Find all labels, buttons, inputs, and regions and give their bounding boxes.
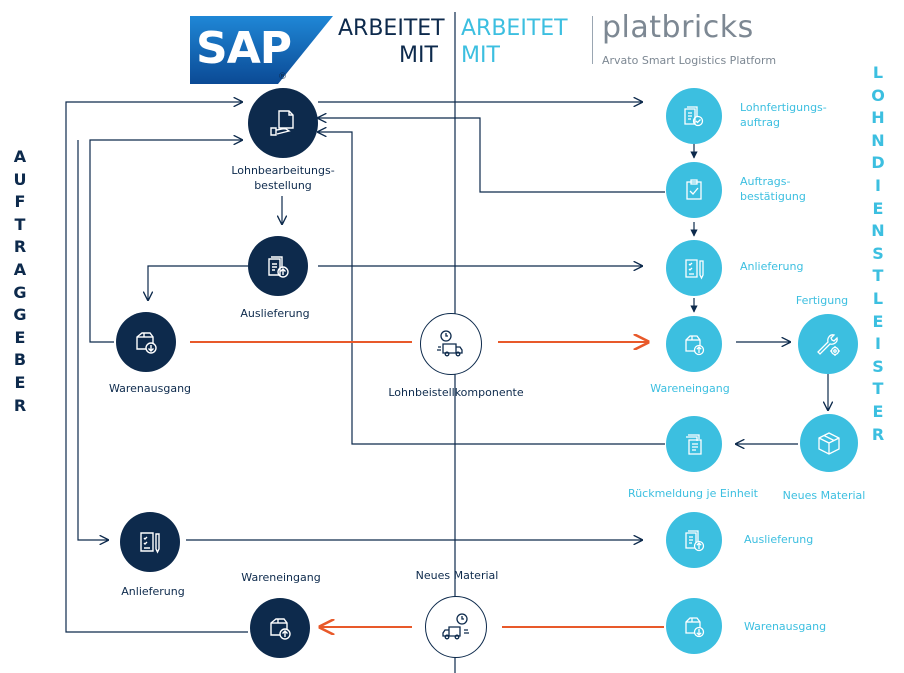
label-lohnfertigungsauftrag: Lohnfertigungs- auftrag [740, 100, 827, 130]
side-letter: E [872, 198, 884, 218]
side-letter: G [13, 282, 27, 302]
sap-logo-text: SAP [196, 23, 292, 74]
checklist-pen-icon [140, 532, 160, 554]
side-letter: D [871, 153, 885, 173]
node-neues-material-right [800, 414, 858, 472]
label-wareneingang-right: Wareneingang [650, 382, 730, 395]
node-rueckmeldung [666, 416, 722, 472]
node-neues-material-center [425, 596, 487, 658]
checklist-pen-icon [685, 259, 704, 280]
arbeitet-mit-left-line1: ARBEITET [338, 16, 445, 41]
platbricks-divider [592, 16, 593, 64]
package-upload-icon [270, 618, 291, 640]
label-neues-material-right: Neues Material [782, 489, 866, 502]
truck-clock-icon [437, 330, 463, 357]
label-lohnfertigungsauftrag-line1: Lohnfertigungs- [740, 101, 827, 114]
label-auftragsbestaetigung-line1: Auftrags- [740, 175, 791, 188]
arbeitet-mit-right-line2: MIT [461, 43, 500, 68]
label-neues-material-center: Neues Material [415, 569, 499, 582]
side-letter: F [14, 192, 26, 212]
label-auslieferung-left: Auslieferung [240, 307, 310, 320]
side-letter: H [871, 108, 885, 128]
side-letter: I [875, 334, 881, 354]
side-letter: A [13, 259, 27, 279]
side-letter: E [872, 311, 884, 331]
side-letter: I [875, 175, 881, 195]
node-lohnbearbeitungsbestellung [248, 88, 318, 158]
side-letter: R [13, 237, 27, 257]
side-letter: S [872, 356, 884, 376]
sap-registered-mark: ® [278, 72, 287, 82]
side-letter: T [872, 379, 884, 399]
box-icon [818, 432, 840, 455]
node-warenausgang-left [116, 312, 176, 372]
arbeitet-mit-left-line2: MIT [399, 43, 438, 68]
label-warenausgang-right: Warenausgang [744, 620, 827, 633]
node-auslieferung-right [666, 512, 722, 568]
side-letter: U [13, 169, 27, 189]
label-lohnbearbeitungsbestellung-line1: Lohnbearbeitungs- [231, 164, 335, 177]
package-download-icon [685, 617, 705, 638]
node-warenausgang-right [666, 598, 722, 654]
label-anlieferung-left: Anlieferung [121, 585, 185, 598]
platbricks-title: platbricks [602, 10, 754, 45]
side-letter: G [13, 305, 27, 325]
document-stack-icon [686, 434, 702, 455]
node-lohnfertigungsauftrag [666, 88, 722, 144]
platbricks-subtitle: Arvato Smart Logistics Platform [602, 54, 777, 67]
label-wareneingang-left: Wareneingang [241, 571, 321, 584]
label-lohnbearbeitungsbestellung: Lohnbearbeitungs- bestellung [231, 163, 334, 193]
side-letter: R [13, 395, 27, 415]
side-letter: T [872, 266, 884, 286]
sap-logo: SAP ® [190, 16, 333, 84]
package-upload-icon [685, 335, 705, 356]
document-hand-icon [270, 110, 294, 136]
side-letter: S [872, 243, 884, 263]
side-letter: B [13, 350, 27, 370]
side-letter: E [14, 327, 26, 347]
side-letter: E [872, 401, 884, 421]
node-auslieferung-left [248, 236, 308, 296]
node-lohnbeistellkomponente [420, 313, 482, 375]
clipboard-check-icon [684, 106, 704, 127]
label-lohnfertigungsauftrag-line2: auftrag [740, 116, 780, 129]
node-anlieferung-left [120, 512, 180, 572]
label-auslieferung-right: Auslieferung [744, 533, 814, 546]
node-wareneingang-left [250, 598, 310, 658]
node-wareneingang-right [666, 316, 722, 372]
side-letter: O [871, 85, 885, 105]
label-auftragsbestaetigung: Auftrags- bestätigung [740, 174, 806, 204]
side-letter: N [871, 221, 885, 241]
package-download-icon [136, 332, 157, 354]
side-letter: T [14, 214, 26, 234]
label-warenausgang-left: Warenausgang [108, 382, 192, 395]
side-letter: R [871, 424, 885, 444]
node-fertigung [798, 314, 858, 374]
arbeitet-mit-right-line1: ARBEITET [461, 16, 568, 41]
label-auftragsbestaetigung-line2: bestätigung [740, 190, 806, 203]
label-rueckmeldung: Rückmeldung je Einheit [628, 487, 758, 500]
side-letter: L [872, 63, 884, 82]
label-lohnbearbeitungsbestellung-line2: bestellung [254, 179, 312, 192]
node-anlieferung-right [666, 240, 722, 296]
side-letter: A [13, 147, 27, 166]
label-lohnbeistellkomponente: Lohnbeistellkomponente [388, 386, 524, 399]
side-letter: N [871, 130, 885, 150]
sap-logo-shape [190, 16, 333, 84]
node-auftragsbestaetigung [666, 162, 722, 218]
label-fertigung: Fertigung [795, 294, 849, 307]
truck-clock-icon [442, 613, 469, 640]
clipboard-tick-icon [686, 179, 702, 200]
side-letter: E [14, 372, 26, 392]
side-letter: L [872, 288, 884, 308]
wrench-gear-icon [817, 334, 840, 356]
label-anlieferung-right: Anlieferung [740, 260, 804, 273]
clipboard-upload-icon [268, 256, 289, 278]
clipboard-upload-icon [685, 530, 705, 552]
